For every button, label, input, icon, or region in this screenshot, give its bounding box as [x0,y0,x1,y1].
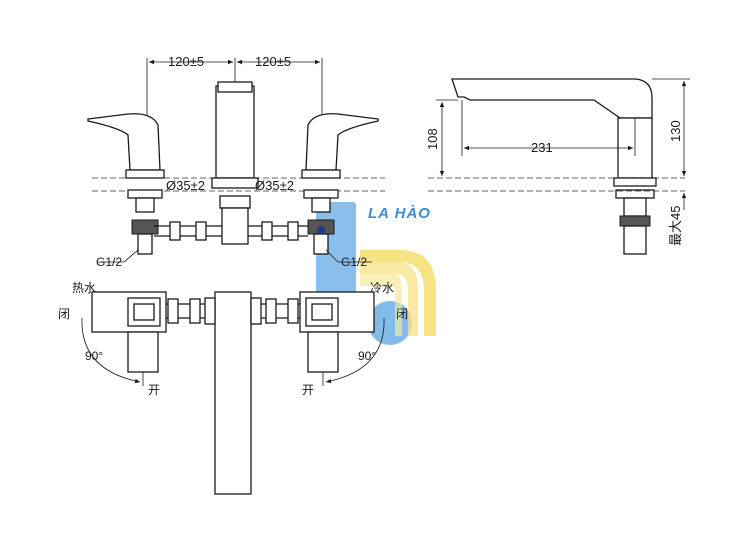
dim-hole-left: Ø35±2 [166,178,205,193]
label-angle-left: 90° [85,349,103,363]
label-cold-water: 冷水 [370,281,394,295]
front-view: 120±5 120±5 Ø35±2 Ø35± [87,54,385,269]
dim-height-130: 130 [668,120,683,142]
label-open-right: 开 [302,383,314,397]
label-closed-left: 闭 [58,307,70,321]
spout-body-front [215,85,255,179]
dim-spacing-left: 120±5 [168,54,204,69]
top-view: 热水 冷水 闭 闭 90° 90° 开 开 [58,281,408,495]
dim-hole-right: Ø35±2 [255,178,294,193]
label-thread-left: G1/2 [96,255,122,269]
spout-side [451,78,653,119]
watermark-text: LA HÀO [368,205,431,222]
dim-max-45: 最大45 [668,206,683,246]
spout-top [214,291,252,495]
dim-height-108: 108 [425,128,440,150]
right-handle-front [305,113,379,171]
label-closed-right: 闭 [396,307,408,321]
dim-spacing-right: 120±5 [255,54,291,69]
dim-reach-231: 231 [531,140,553,155]
left-handle-front [87,113,161,171]
label-angle-right: 90° [358,349,376,363]
label-thread-right: G1/2 [341,255,367,269]
label-hot-water: 热水 [72,281,96,295]
label-open-left: 开 [148,383,160,397]
side-view: 108 231 130 最大45 [425,78,690,255]
